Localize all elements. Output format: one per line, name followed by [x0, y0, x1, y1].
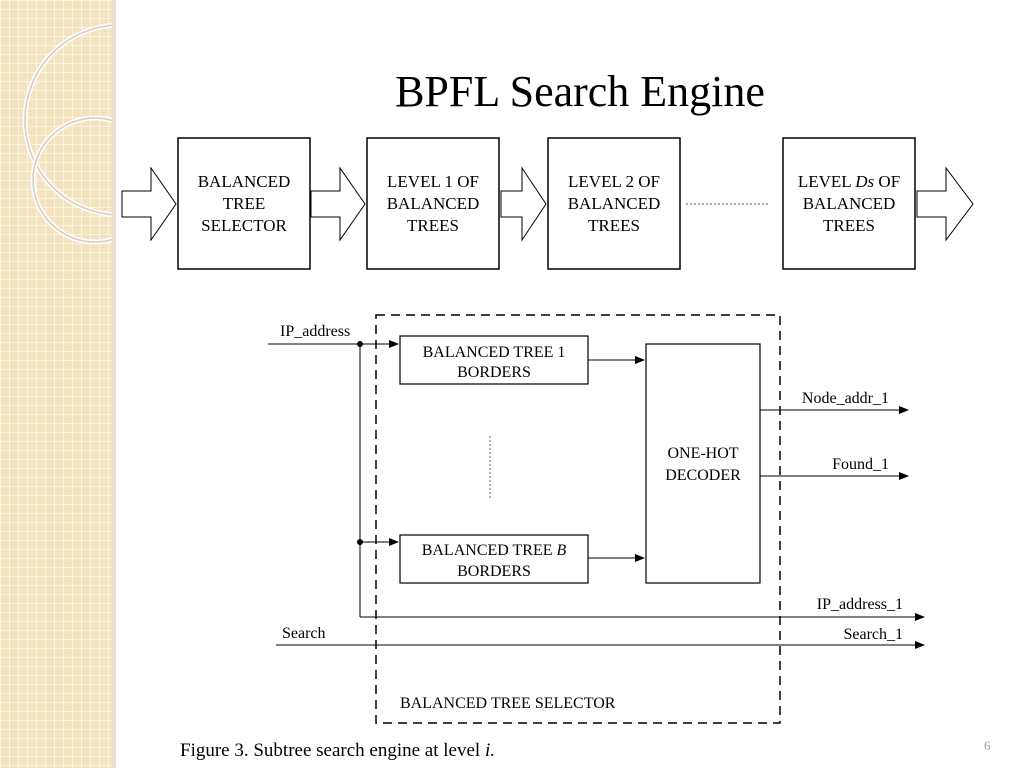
box3-line1: LEVEL 2 OF [568, 172, 660, 191]
box4-line1-var: Ds [854, 172, 874, 191]
ip-address-input-label: IP_address [280, 323, 350, 340]
box1-line3: SELECTOR [201, 216, 287, 235]
found-output-label: Found_1 [832, 456, 889, 473]
level-1-box [366, 137, 500, 270]
search-input-label: Search [282, 625, 326, 642]
box2-line2: BALANCED [387, 194, 480, 213]
balanced-tree-b-box [399, 534, 589, 584]
box3-line2: BALANCED [568, 194, 661, 213]
figure-caption: Figure 3. Subtree search engine at level… [180, 740, 495, 762]
box4-line3: TREES [823, 216, 875, 235]
btb-line1: BALANCED TREE B [422, 542, 567, 559]
search-output-label: Search_1 [843, 626, 903, 643]
caption-prefix: Figure 3. Subtree search engine at level [180, 740, 485, 761]
decorative-circles [22, 22, 112, 245]
sidebar-divider [112, 0, 116, 768]
ip-address-output-label: IP_address_1 [817, 596, 903, 613]
box4-line1-prefix: LEVEL [798, 172, 855, 191]
box2-line1: LEVEL 1 OF [387, 172, 479, 191]
btb-line2: BORDERS [457, 563, 531, 580]
node-addr-output-label: Node_addr_1 [802, 390, 889, 407]
decoder-line2: DECODER [665, 467, 741, 484]
pipeline-arrow-1 [310, 166, 366, 242]
bt1-line2: BORDERS [457, 364, 531, 381]
decorative-sidebar [0, 0, 112, 768]
btb-line1-prefix: BALANCED TREE [422, 542, 557, 559]
level-ds-box [782, 137, 916, 270]
balanced-tree-1-box [399, 335, 589, 385]
pipeline-diagram: BALANCED TREE SELECTOR LEVEL 1 OF BALANC… [121, 137, 974, 270]
btb-line1-var: B [557, 542, 567, 559]
selector-diagram: IP_address Search BALANCED TREE 1 BORDER… [268, 314, 925, 724]
box4-line2: BALANCED [803, 194, 896, 213]
box1-line2: TREE [223, 194, 266, 213]
slide-title: BPFL Search Engine [395, 67, 765, 116]
page-number: 6 [984, 738, 991, 753]
box1-line1: BALANCED [198, 172, 291, 191]
bt1-line1: BALANCED TREE 1 [423, 344, 566, 361]
balanced-tree-selector-box [177, 137, 311, 270]
pipeline-input-arrow [121, 166, 177, 242]
selector-dashed-container [375, 314, 781, 724]
decoder-line1: ONE-HOT [667, 445, 738, 462]
pipeline-arrow-2 [500, 166, 547, 242]
selector-container-label: BALANCED TREE SELECTOR [400, 695, 616, 712]
box4-line1: LEVEL Ds OF [798, 172, 900, 191]
box4-line1-suffix: OF [874, 172, 900, 191]
pipeline-output-arrow [916, 166, 974, 242]
box3-line3: TREES [588, 216, 640, 235]
caption-variable: i. [484, 740, 495, 761]
level-2-box [547, 137, 681, 270]
box2-line3: TREES [407, 216, 459, 235]
one-hot-decoder-box [645, 343, 761, 584]
